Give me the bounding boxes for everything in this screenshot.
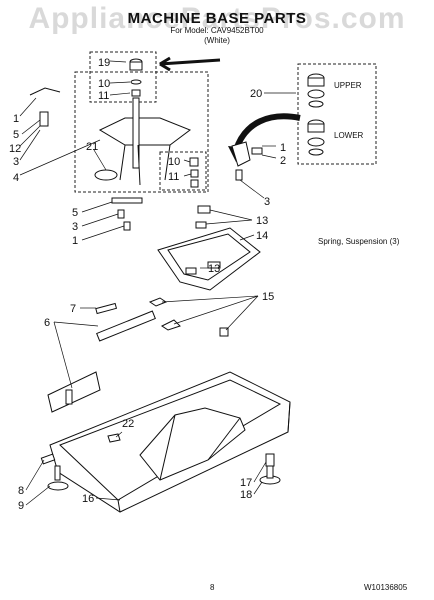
leader-lines	[19, 60, 296, 506]
callout-9: 9	[18, 500, 24, 512]
tub-support-box	[74, 71, 209, 193]
model-number: For Model: CAV9452BT00	[170, 26, 264, 35]
callout-14: 14	[256, 230, 268, 242]
literature-part-number: W10136805	[364, 583, 408, 592]
slide-assembly	[157, 205, 261, 291]
callout-17: 17	[240, 477, 252, 489]
small-parts	[95, 297, 229, 342]
callout-13-a: 13	[256, 215, 268, 227]
callout-10-top: 10	[98, 78, 110, 90]
page-title: MACHINE BASE PARTS	[127, 10, 307, 27]
highlight-arrow-curve	[233, 113, 301, 152]
pivot-parts	[189, 157, 199, 188]
page-number: 8	[210, 583, 215, 592]
callout-3-c: 3	[72, 221, 78, 233]
machine-base-frame	[47, 371, 291, 513]
callout-19: 19	[98, 57, 110, 69]
callout-5-a: 5	[13, 129, 19, 141]
callout-20: 20	[250, 88, 262, 100]
callouts: 19 10 11 20 1 5 12 3 4 21 10 11 1 2 3 5 …	[9, 57, 286, 512]
kit-lower-label: LOWER	[334, 131, 364, 140]
callout-3-a: 3	[13, 156, 19, 168]
callout-15: 15	[262, 291, 274, 303]
callout-3-b: 3	[264, 196, 270, 208]
callout-18: 18	[240, 489, 252, 501]
tub-support	[94, 97, 192, 186]
right-bracket	[231, 141, 263, 181]
callout-16: 16	[82, 493, 94, 505]
callout-11-pivot: 11	[168, 171, 179, 183]
callout-22: 22	[122, 418, 134, 430]
model-color: (White)	[204, 36, 230, 45]
callout-6: 6	[44, 317, 50, 329]
pivot-box	[159, 151, 207, 191]
seal-box	[89, 51, 157, 103]
callout-11-top: 11	[98, 90, 109, 102]
callout-1-a: 1	[13, 113, 19, 125]
bearing-kit-upper	[307, 73, 325, 108]
highlight-arrow-top	[159, 56, 221, 72]
callout-21: 21	[86, 141, 98, 153]
callout-12: 12	[9, 143, 21, 155]
spring-note: Spring, Suspension (3)	[318, 237, 400, 246]
callout-1-b: 1	[280, 142, 286, 154]
bearing-kit-lower	[307, 119, 325, 156]
bearing-kit-box	[297, 63, 377, 165]
left-hardware	[29, 87, 143, 231]
callout-4: 4	[13, 172, 19, 184]
kit-upper-label: UPPER	[334, 81, 362, 90]
watermark: AppliancePartsPros.com	[28, 2, 406, 35]
callout-1-c: 1	[72, 235, 78, 247]
seal-assembly	[129, 58, 143, 97]
callout-8: 8	[18, 485, 24, 497]
callout-5-b: 5	[72, 207, 78, 219]
callout-13-b: 13	[208, 263, 220, 275]
callout-10-pivot: 10	[168, 156, 180, 168]
callout-2: 2	[280, 155, 286, 167]
callout-7: 7	[70, 303, 76, 315]
